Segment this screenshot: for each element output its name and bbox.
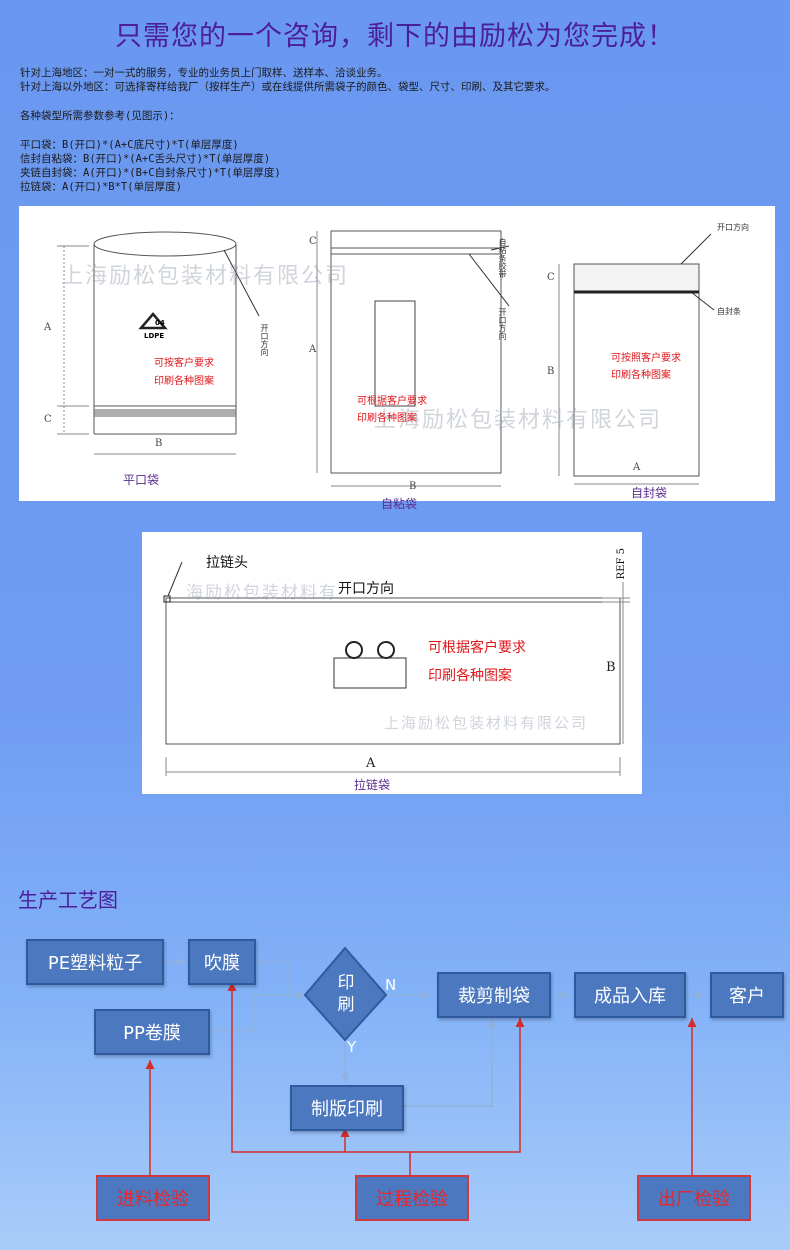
adhesive-opening-label: 开口方向	[498, 308, 507, 340]
flat-print-line1: 可按客户要求	[154, 358, 214, 369]
flow-qc-process: 过程检验	[355, 1175, 469, 1221]
params-intro: 各种袋型所需参数参考(见图示)：	[20, 110, 180, 122]
recycle-number: 04	[155, 319, 165, 327]
flow-node-customer: 客户	[710, 972, 784, 1018]
watermark-zipper-bottom: 上海励松包装材料有限公司	[384, 714, 589, 732]
zipper-bag-panel: 拉链头 海励松包装材料有 开口方向 REF 5 可根据客户要求 印刷各种图案 上…	[142, 532, 642, 794]
adhesive-print-line1: 可根据客户要求	[357, 396, 427, 407]
flow-qc-outgoing: 出厂检验	[637, 1175, 751, 1221]
bag-types-panel: 上海励松包装材料有限公司 上海励松包装材料有限公司 A C B 开口方向 04 …	[19, 206, 775, 511]
formula-adhesive: 信封自粘袋：B(开口)*(A+C舌头尺寸)*T(单层厚度)	[20, 153, 271, 165]
adhesive-print-line2: 印刷各种图案	[357, 413, 417, 424]
selfseal-dim-b: B	[547, 366, 555, 377]
formula-selfseal: 夹链自封袋：A(开口)*(B+C自封条尺寸)*T(单层厚度)	[20, 167, 281, 179]
watermark-mid: 上海励松包装材料有限公司	[374, 408, 663, 433]
page-headline: 只需您的一个咨询，剩下的由励松为您完成！	[115, 21, 675, 52]
bag-types-drawing	[57, 230, 715, 487]
flat-opening-label: 开口方向	[260, 324, 269, 356]
flow-node-pp-roll: PP卷膜	[94, 1009, 210, 1055]
info-outside: 针对上海以外地区：可选择寄样给我厂（按样生产）或在线提供所需袋子的颜色、袋型、尺…	[20, 81, 556, 93]
zipper-dim-b: B	[606, 660, 616, 675]
zipper-dim-a: A	[366, 756, 376, 771]
zipper-ref-label: REF 5	[616, 548, 627, 580]
flow-label-y: Y	[347, 1038, 357, 1056]
adhesive-dim-a: A	[309, 344, 317, 355]
adhesive-tape-label: 自粘条胶带	[498, 238, 507, 278]
flat-dim-b: B	[155, 438, 163, 449]
flat-dim-c: C	[44, 414, 52, 425]
formula-flat: 平口袋：B(开口)*(A+C底尺寸)*T(单层厚度)	[20, 139, 239, 151]
info-shanghai: 针对上海地区：一对一式的服务，专业的业务员上门取样、送样本、洽谈业务。	[20, 67, 388, 79]
watermark-top: 上海励松包装材料有限公司	[61, 264, 350, 289]
flow-decision-print: 印刷	[337, 973, 355, 1015]
zipper-print-line1: 可根据客户要求	[428, 640, 526, 656]
flow-connectors	[145, 946, 705, 1175]
adhesive-dim-b: B	[409, 481, 417, 492]
selfseal-dim-c: C	[547, 272, 555, 283]
zipper-print-line2: 印刷各种图案	[428, 668, 512, 684]
flow-node-cut-bag: 裁剪制袋	[437, 972, 551, 1018]
selfseal-opening-label: 开口方向	[717, 223, 749, 232]
adhesive-bag-caption: 自粘袋	[381, 497, 418, 511]
flow-node-warehouse: 成品入库	[574, 972, 686, 1018]
flow-node-film-blowing: 吹膜	[188, 939, 256, 985]
selfseal-strip-label: 自封条	[717, 307, 741, 316]
recycle-label: LDPE	[144, 332, 165, 340]
print-decision-diamond	[303, 946, 388, 1042]
adhesive-dim-c: C	[309, 236, 317, 247]
flow-label-n: N	[385, 976, 397, 994]
zipper-opening-label: 开口方向	[338, 581, 394, 597]
selfseal-print-line1: 可按照客户要求	[611, 353, 681, 364]
zipper-bag-drawing	[163, 561, 630, 776]
formula-zipper: 拉链袋：A(开口)*B*T(单层厚度)	[20, 181, 182, 193]
selfseal-print-line2: 印刷各种图案	[611, 370, 671, 381]
flow-qc-incoming: 进料检验	[96, 1175, 210, 1221]
flat-bag-caption: 平口袋	[123, 473, 160, 487]
selfseal-dim-a: A	[633, 462, 641, 473]
flow-title: 生产工艺图	[18, 888, 118, 912]
zipper-bag-caption: 拉链袋	[354, 778, 391, 792]
zipper-head-label: 拉链头	[206, 555, 248, 571]
flow-node-pe-pellets: PE塑料粒子	[26, 939, 164, 985]
watermark-zipper-top: 海励松包装材料有	[186, 583, 338, 603]
flat-dim-a: A	[44, 322, 52, 333]
selfseal-bag-caption: 自封袋	[631, 486, 668, 500]
flat-print-line2: 印刷各种图案	[154, 376, 214, 387]
flow-node-plate-printing: 制版印刷	[290, 1085, 404, 1131]
